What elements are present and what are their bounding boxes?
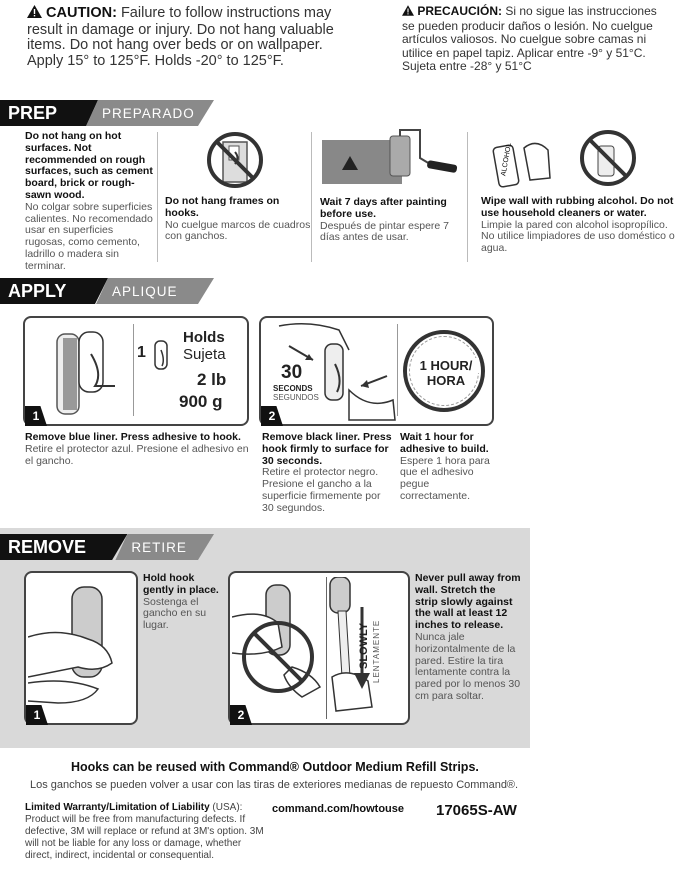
caution-spanish: PRECAUCIÓN: Si no sigue las instruccione… <box>402 4 672 74</box>
hold-hook-icon <box>28 586 113 704</box>
prep-item-wipe-wall: Wipe wall with rubbing alcohol. Do not u… <box>481 195 675 255</box>
remove-title-es: RETIRE <box>115 534 214 560</box>
apply-step2-panel: 30 SECONDS SEGUNDOS 1 HOUR/ HORA 2 <box>259 316 494 426</box>
holds-label: Holds <box>183 329 225 346</box>
sujeta-label: Sujeta <box>183 346 226 363</box>
product-code: 17065S-AW <box>436 802 517 819</box>
website-link[interactable]: command.com/howtouse <box>272 803 405 815</box>
no-pull-icon <box>232 584 322 698</box>
apply-step1-panel: 1 Holds Sujeta 2 lb 900 g 1 <box>23 316 249 426</box>
hora-label: HORA <box>426 373 466 388</box>
apply-title-es: APLIQUE <box>96 278 214 304</box>
step-number: 1 <box>25 406 47 426</box>
prep-title-es: PREPARADO <box>86 100 214 126</box>
apply-step3-caption: Wait 1 hour for adhesive to build. Esper… <box>400 431 490 502</box>
paint-roller-icon <box>320 128 460 190</box>
hour-label: 1 HOUR/ <box>413 358 479 373</box>
seconds-number: 30 <box>281 362 303 383</box>
step-number: 2 <box>261 406 283 426</box>
alcohol-wipe-icon: ALCOHOL <box>490 128 640 190</box>
warranty-region: (USA): <box>212 802 243 813</box>
step-number: 1 <box>26 705 48 725</box>
warranty-text: Product will be free from manufacturing … <box>25 814 264 861</box>
prep-item-hot-surfaces: Do not hang on hot surfaces. Not recomme… <box>25 130 153 272</box>
prep-title: PREP <box>0 100 98 126</box>
precaucion-text: Si no sigue las instrucciones se pueden … <box>402 4 657 73</box>
remove-step2-caption: Never pull away from wall. Stretch the s… <box>415 572 521 702</box>
apply-step1-caption: Remove blue liner. Press adhesive to hoo… <box>25 431 249 467</box>
remove-banner: REMOVE RETIRE <box>0 534 214 560</box>
reuse-english: Hooks can be reused with Command® Outdoo… <box>71 760 479 774</box>
precaucion-label: PRECAUCIÓN: <box>417 4 503 18</box>
hook-icon <box>154 340 168 370</box>
remove-step1-panel: 1 <box>24 571 138 725</box>
press-hook-icon <box>278 323 396 421</box>
holds-g: 900 g <box>179 392 223 411</box>
apply-step2-caption: Remove black liner. Press hook firmly to… <box>262 431 392 514</box>
warranty-block: Limited Warranty/Limitation of Liability… <box>25 802 265 862</box>
remove-step1-caption: Hold hook gently in place. Sostenga el g… <box>143 572 219 632</box>
warranty-label: Limited Warranty/Limitation of Liability <box>25 802 210 813</box>
apply-banner: APPLY APLIQUE <box>0 278 214 304</box>
lentamente-label: LENTAMENTE <box>372 619 381 683</box>
remove-title: REMOVE <box>0 534 128 560</box>
slowly-label: SLOWLY <box>358 622 370 669</box>
reuse-spanish: Los ganchos se pueden volver a usar con … <box>30 779 519 791</box>
prep-banner: PREP PREPARADO <box>0 100 214 126</box>
segundos-label: SEGUNDOS <box>273 393 319 402</box>
hook-adhesive-icon <box>56 331 115 415</box>
holds-qty: 1 <box>137 344 146 361</box>
caution-english: CAUTION: Failure to follow instructions … <box>27 5 347 69</box>
step-number: 2 <box>230 705 252 725</box>
seconds-label: SECONDS <box>273 384 313 393</box>
prep-item-wait-painting: Wait 7 days after painting before use. D… <box>320 196 449 244</box>
caution-label: CAUTION: <box>46 5 117 21</box>
stretch-strip-icon <box>329 577 373 712</box>
prep-item-no-frames: Do not hang frames on hooks. No cuelgue … <box>165 195 311 243</box>
no-frames-icon <box>205 130 265 190</box>
holds-lb: 2 lb <box>197 370 227 389</box>
remove-step2-panel: SLOWLY LENTAMENTE 2 <box>228 571 410 725</box>
warning-icon <box>27 5 42 23</box>
warning-icon <box>402 5 414 20</box>
caution-text: Failure to follow instructions may resul… <box>27 5 334 69</box>
apply-title: APPLY <box>0 278 108 304</box>
